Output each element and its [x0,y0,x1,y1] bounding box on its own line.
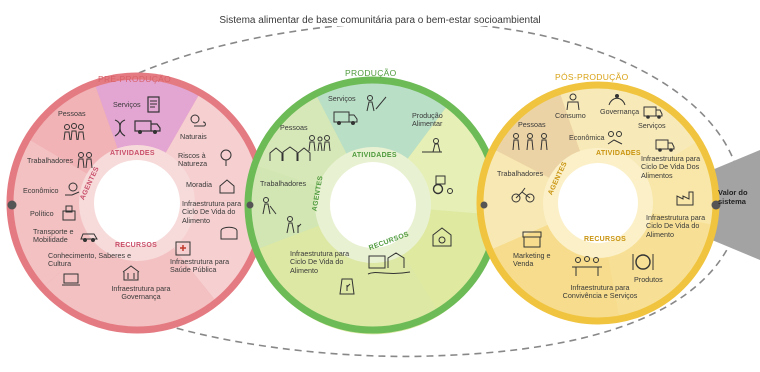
connector-dot-prod-pos [480,201,488,209]
pre-economico-label: Econômico [23,186,59,195]
pre-conhecimento-label: Conhecimento, Saberes e Cultura [48,251,132,269]
workers-icon [74,150,96,170]
pos-ring-atividades: ATIVIDADES [596,150,641,157]
pos-economica-label: Econômica [569,133,605,142]
pre-title: PRÉ-PRODUÇÃO [98,74,172,84]
family-icon [305,133,335,153]
harvest-icon [418,136,446,156]
pre-moradia-label: Moradia [186,180,212,189]
pre-transporte-label: Transporte e Mobilidade [33,227,74,245]
pos-ring [476,81,720,325]
building-icon [120,263,142,283]
governance-icon [606,90,628,110]
pre-naturais-label: Naturais [180,132,207,141]
farm-buildings-icon [366,250,412,276]
delivery-van-icon [642,102,664,122]
pos-ring-recursos: RECURSOS [584,236,627,243]
economy-people-icon [604,128,626,148]
prod-infra-ciclo-label: Infraestrutura para Ciclo De Vida do Ali… [290,249,350,275]
pre-infra-saude-label: Infraestrutura para Saúde Pública [170,257,230,275]
pre-riscos-label: Riscos à Natureza [178,151,208,169]
pre-infra-ciclo-label: Infraestrutura para Ciclo De Vida do Ali… [182,199,242,225]
voting-icon [58,203,80,223]
shoppers-icon [508,132,554,152]
prod-producao-label: Produção Alimentar [412,111,443,129]
truck-icon [332,107,360,127]
pos-infra-convivencia-label: Infraestrutura para Convivência e Serviç… [562,283,638,301]
market-stall-icon [520,228,544,250]
house-icon [216,176,238,196]
community-table-icon [568,254,606,280]
prod-ring [244,76,502,335]
pre-infra-gov-label: Infraestrutura para Governança [111,284,171,302]
greenhouse-icon [218,222,240,242]
pre-pessoas-label: Pessoas [58,109,86,118]
dashed-loop-lower [11,204,743,358]
pre-ring-atividades: ATIVIDADES [110,150,155,157]
factory-icon [674,188,696,208]
dna-microscope-icon [110,118,132,138]
pre-politico-label: Político [30,209,54,218]
pos-infra-alimentos-label: Infraestrutura para Ciclo De Vida Dos Al… [641,154,701,180]
document-icon [142,95,164,115]
delivery-truck-2-icon [654,135,676,155]
delivery-truck-icon [133,116,163,136]
hospital-icon [172,238,194,258]
connector-dot-left [7,200,17,210]
value-label: Valor do sistema [718,188,748,206]
chicken-coop-icon [430,225,454,249]
pre-servicos-label: Serviços [113,100,141,109]
prod-pessoas-label: Pessoas [280,123,308,132]
prod-trabalhadores-label: Trabalhadores [260,179,307,188]
pos-trabalhadores-label: Trabalhadores [497,169,544,178]
pos-produtos-label: Produtos [634,275,663,284]
connector-dot-right [711,200,721,210]
consumer-icon [562,92,584,112]
people-group-icon [60,122,88,142]
computer-icon [60,270,82,290]
plate-cutlery-icon [630,250,656,274]
cyclist-icon [510,184,536,204]
worker-plant-icon [282,215,304,235]
pos-consumo-label: Consumo [555,111,586,120]
prod-title: PRODUÇÃO [345,68,397,78]
pos-pessoas-label: Pessoas [518,120,546,129]
storm-tree-icon [215,148,237,168]
pre-trabalhadores-label: Trabalhadores [27,156,74,165]
pos-servicos-label: Serviços [638,121,666,130]
value-arrow [712,150,760,260]
connector-dot-pre-prod [246,201,254,209]
pre-ring [6,72,268,334]
pos-infra-alimento-label: Infraestrutura para Ciclo De Vida do Ali… [646,213,706,239]
seed-bag-icon [336,276,358,296]
sun-cloud-icon [186,111,208,131]
tractor-icon [430,172,456,196]
farming-people-icon [362,93,390,113]
prod-servicos-label: Serviços [328,94,356,103]
pre-ring-recursos: RECURSOS [115,242,158,249]
prod-ring-atividades: ATIVIDADES [352,152,397,159]
money-hand-icon [62,180,84,200]
diagram-title: Sistema alimentar de base comunitária pa… [190,15,570,26]
worker-sweep-icon [256,196,278,216]
pos-marketing-label: Marketing e Venda [513,251,551,269]
pos-governanca-label: Governança [600,107,640,116]
town-houses-icon [268,144,312,164]
car-icon [78,226,100,246]
pos-title: PÓS-PRODUÇÃO [555,72,629,82]
